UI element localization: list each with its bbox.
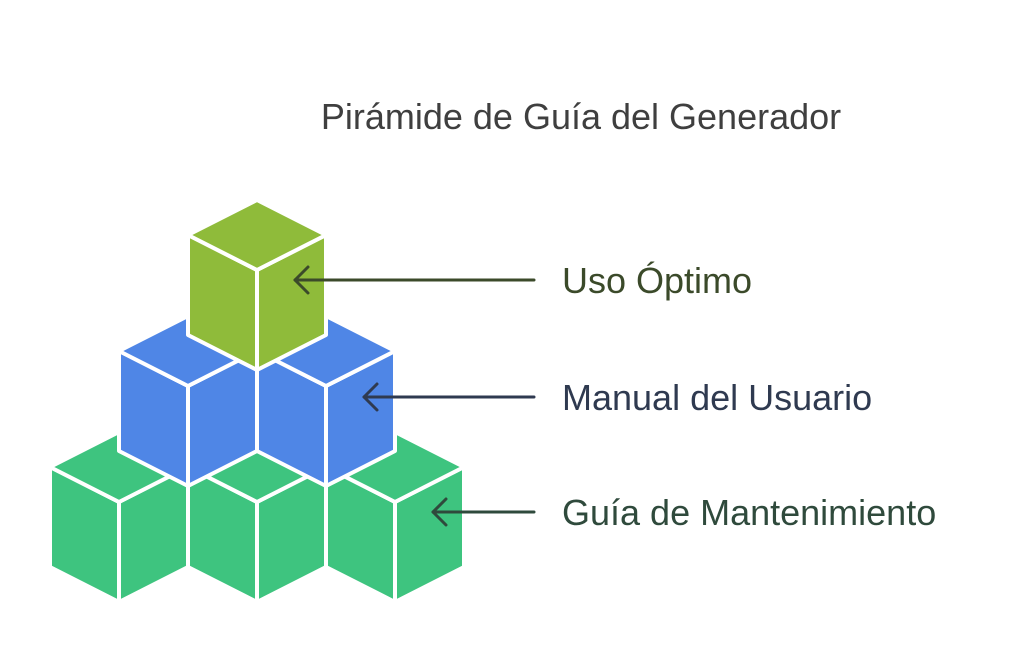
level-label-middle: Manual del Usuario (362, 377, 872, 418)
level-label-top: Uso Óptimo (293, 260, 752, 301)
cube-top-1 (186, 198, 328, 372)
label-uso-optimo: Uso Óptimo (562, 260, 752, 301)
level-top-cubes (186, 198, 328, 372)
cube-top-face (186, 198, 328, 272)
arrow-left-icon (362, 382, 536, 412)
arrow-head (362, 382, 379, 412)
cube-stack (48, 198, 466, 604)
arrow-left-icon (431, 497, 536, 527)
arrow-head (431, 497, 448, 527)
arrow-left-icon (293, 265, 536, 295)
label-manual-usuario: Manual del Usuario (562, 377, 872, 418)
level-label-bottom: Guía de Mantenimiento (431, 492, 936, 533)
label-guia-mantenimiento: Guía de Mantenimiento (562, 492, 936, 533)
diagram-title: Pirámide de Guía del Generador (321, 96, 841, 137)
arrow-head (293, 265, 310, 295)
level-bottom-cubes (48, 430, 466, 604)
